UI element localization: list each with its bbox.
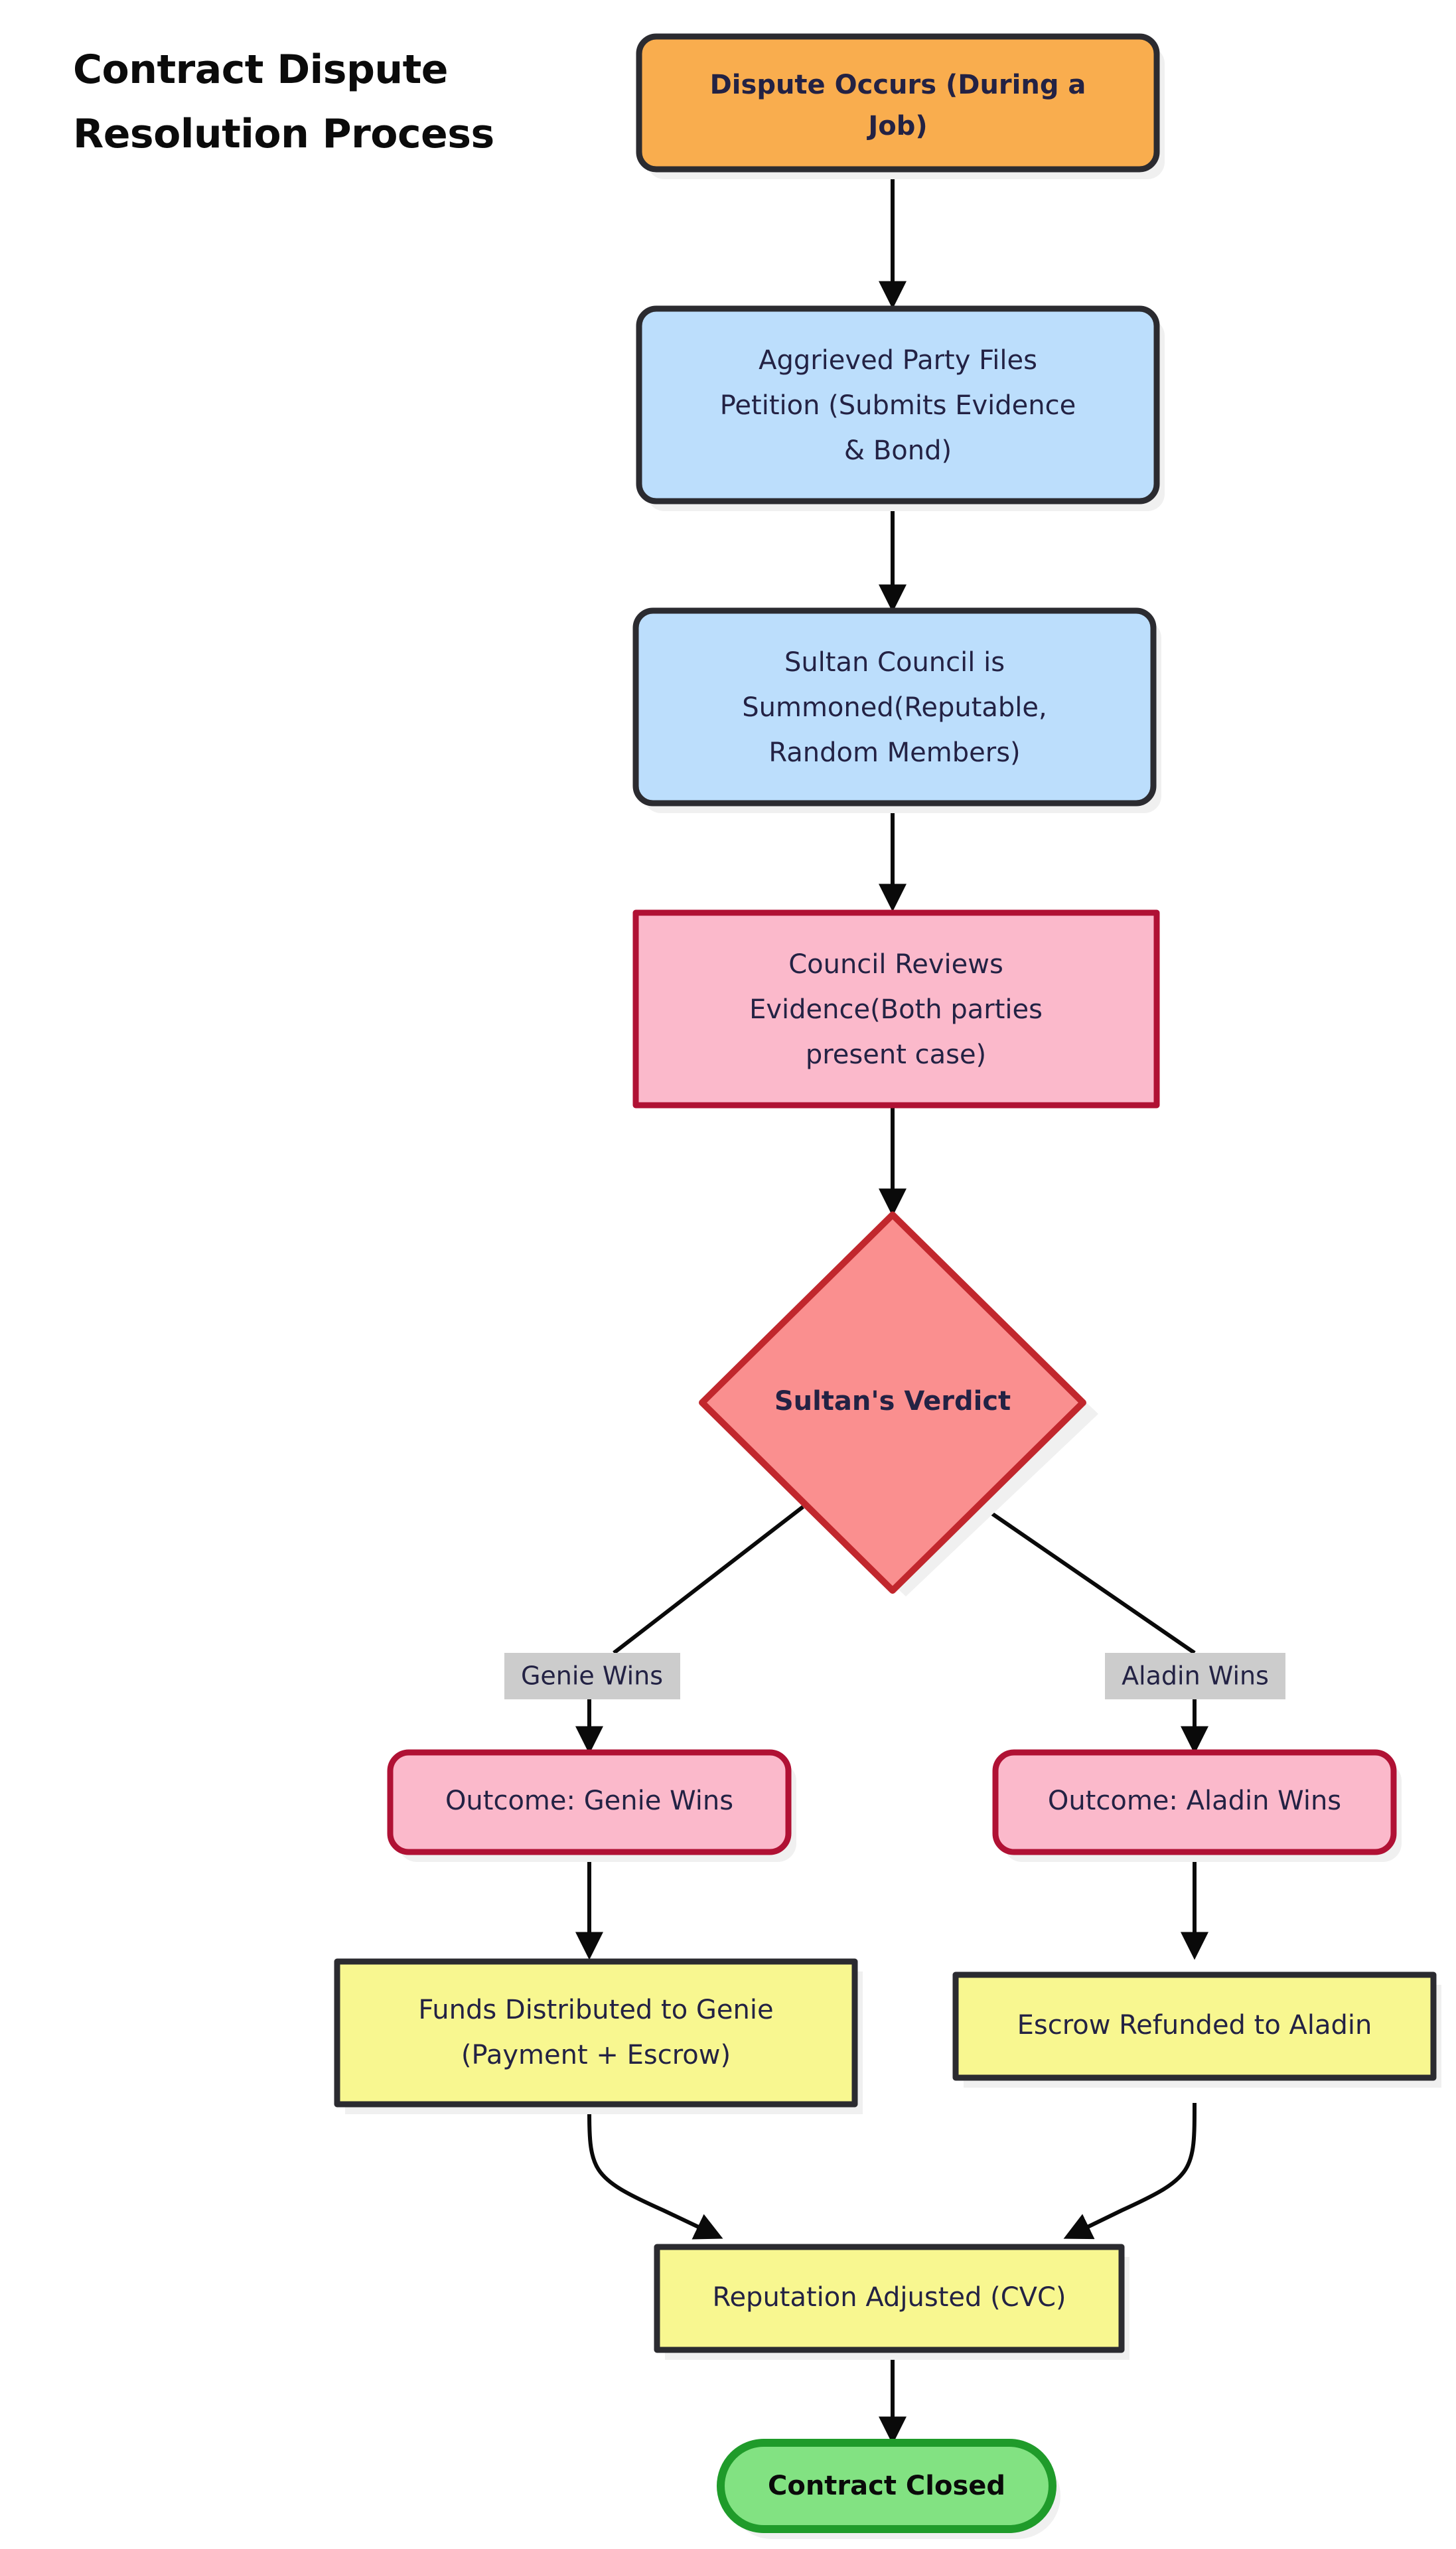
node-genie-outcome-shape	[387, 1749, 792, 1855]
node-sultan-council-summoned[interactable]: Sultan Council is Summoned(Reputable, Ra…	[632, 607, 1161, 813]
node-escrow-refunded-to-aladin[interactable]: Escrow Refunded to Aladin	[952, 1971, 1441, 2088]
node-dispute-shape	[636, 33, 1160, 173]
node-council-shape	[632, 607, 1157, 807]
node-review-label-line-3: present case)	[806, 1040, 986, 1070]
edge-layer	[575, 179, 1208, 2445]
title-line-2: Resolution Process	[73, 111, 494, 157]
node-review-label-line-1: Council Reviews	[788, 949, 1003, 980]
node-outcome-aladin-wins[interactable]: Outcome: Aladin Wins	[992, 1749, 1402, 1862]
node-dispute-label-line-2: Job)	[866, 111, 927, 141]
node-review-label-line-2: Evidence(Both parties	[749, 994, 1043, 1025]
node-aggrieved-party-files-petition[interactable]: Aggrieved Party Files Petition (Submits …	[636, 305, 1165, 511]
node-petition-label-line-1: Aggrieved Party Files	[759, 345, 1037, 376]
node-funds-distributed-to-genie[interactable]: Funds Distributed to Genie (Payment + Es…	[334, 1958, 863, 2114]
node-petition-label-line-2: Petition (Submits Evidence	[720, 390, 1076, 421]
node-council-label-line-2: Summoned(Reputable,	[742, 692, 1047, 723]
node-review-shape	[632, 909, 1160, 1109]
edge-verdict-to-genie-outcome-segment	[613, 1505, 804, 1655]
edge-verdict-to-aladin-outcome-segment	[981, 1505, 1196, 1655]
edge-label-aladin-text: Aladin Wins	[1122, 1661, 1269, 1691]
node-reputation-adjusted[interactable]: Reputation Adjusted (CVC)	[654, 2244, 1129, 2360]
title-line-1: Contract Dispute	[73, 46, 448, 93]
node-contract-closed[interactable]: Contract Closed	[717, 2439, 1060, 2539]
edge-funds-to-reputation	[587, 2102, 723, 2240]
edge-label-genie-wins: Genie Wins	[504, 1653, 680, 1699]
node-closed-label: Contract Closed	[768, 2471, 1005, 2501]
node-petition-label-line-3: & Bond)	[844, 435, 952, 466]
diagram-title: Contract Dispute Resolution Process	[73, 46, 494, 157]
node-aladin-outcome-label: Outcome: Aladin Wins	[1048, 1786, 1341, 1816]
edge-label-genie-text: Genie Wins	[521, 1661, 663, 1691]
edge-label-aladin-wins: Aladin Wins	[1105, 1653, 1285, 1699]
node-genie-outcome-label: Outcome: Genie Wins	[445, 1786, 733, 1816]
node-petition-shape	[636, 305, 1160, 504]
node-sultans-verdict[interactable]: Sultan's Verdict	[699, 1211, 1098, 1596]
edge-label-aladin-bg	[1105, 1653, 1285, 1699]
node-funds-label-line-1: Funds Distributed to Genie	[418, 1995, 773, 2025]
node-council-label-line-3: Random Members)	[768, 737, 1020, 768]
node-reputation-label: Reputation Adjusted (CVC)	[712, 2282, 1066, 2313]
node-verdict-label: Sultan's Verdict	[774, 1386, 1011, 1417]
node-funds-shape	[334, 1958, 858, 2108]
node-closed-shape	[717, 2439, 1056, 2533]
node-dispute-label-line-1: Dispute Occurs (During a	[710, 70, 1086, 100]
node-reputation-shape	[654, 2244, 1125, 2353]
node-outcome-genie-wins[interactable]: Outcome: Genie Wins	[387, 1749, 796, 1862]
node-dispute-occurs[interactable]: Dispute Occurs (During a Job)	[636, 33, 1165, 179]
node-escrow-shape	[952, 1971, 1437, 2081]
node-aladin-outcome-shape	[992, 1749, 1397, 1855]
node-council-label-line-1: Sultan Council is	[784, 647, 1005, 678]
edge-label-genie-bg	[504, 1653, 680, 1699]
node-funds-label-line-2: (Payment + Escrow)	[461, 2040, 731, 2070]
edge-escrow-to-reputation	[1063, 2102, 1197, 2240]
node-council-reviews-evidence[interactable]: Council Reviews Evidence(Both parties pr…	[632, 909, 1160, 1109]
node-verdict-shape	[699, 1211, 1086, 1594]
node-escrow-label: Escrow Refunded to Aladin	[1017, 2010, 1372, 2041]
